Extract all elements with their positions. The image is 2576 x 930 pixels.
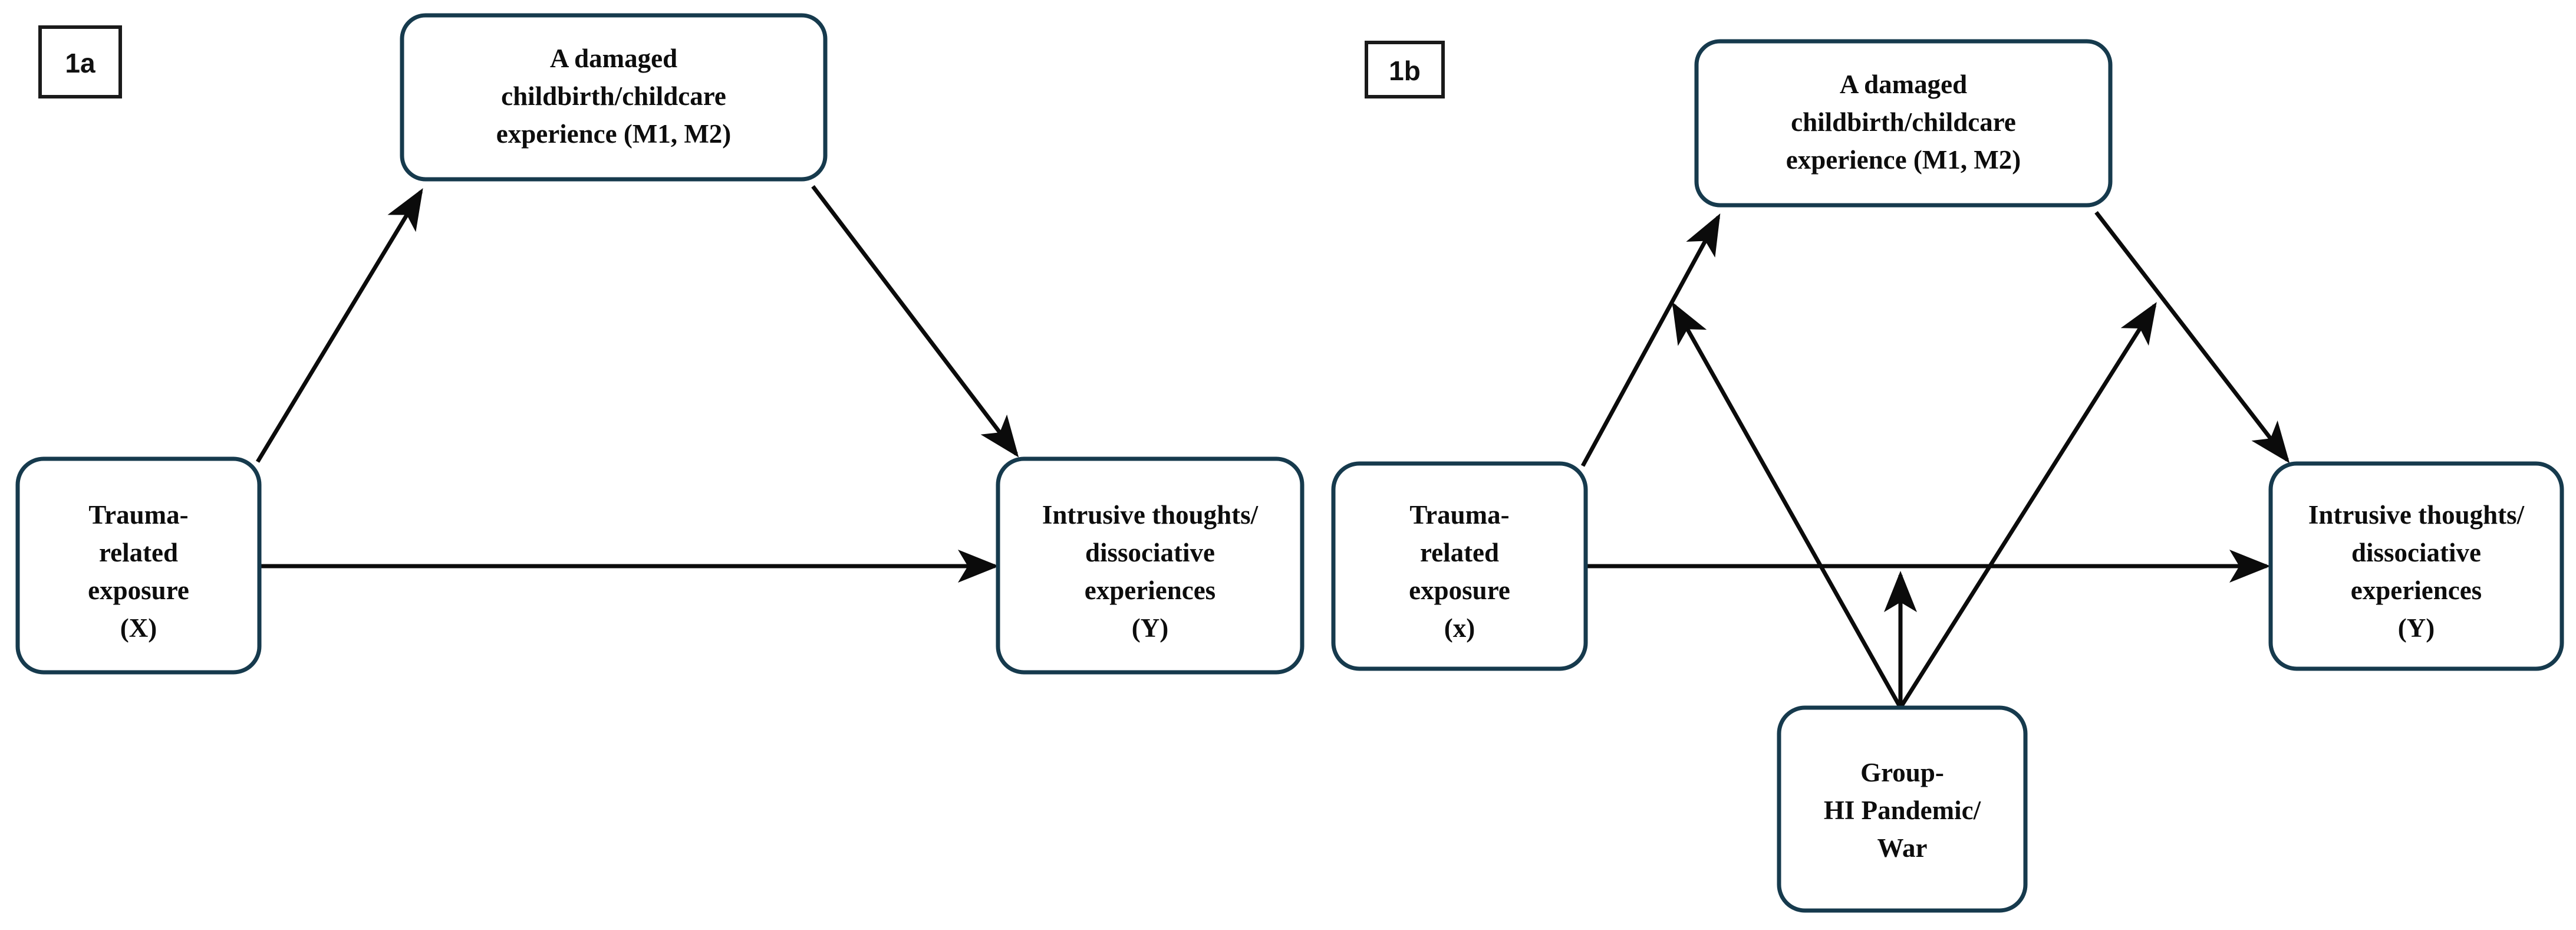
node-1b-mediator-line-2: experience (M1, M2) — [1786, 145, 2021, 175]
node-1a-mediator-line-0: A damaged — [550, 44, 677, 73]
node-1b-outcome-line-2: experiences — [2351, 576, 2482, 605]
panel-1a: 1a A damaged childbirth/childcare experi… — [15, 13, 1305, 675]
node-1b-mediator-line-0: A damaged — [1840, 70, 1967, 99]
node-1b-moderator-line-2: War — [1877, 833, 1928, 863]
node-1b-moderator-line-1: HI Pandemic/ — [1824, 796, 1981, 825]
node-1b-outcome-line-1: dissociative — [2351, 538, 2481, 567]
node-1b-mediator — [1694, 39, 2113, 208]
edge-1a-a-path — [256, 188, 423, 463]
node-1a-predictor-line-3: (X) — [120, 613, 157, 643]
node-1a-predictor-line-1: related — [99, 538, 178, 567]
panel-1b: 1b A damaged childbirth/childcare experi… — [1331, 39, 2564, 913]
node-1a-mediator-line-1: childbirth/childcare — [501, 81, 726, 111]
edge-1a-b-path — [811, 185, 1019, 458]
edge-1b-a-path — [1580, 213, 1721, 467]
panel-tag-box-1b — [1365, 41, 1445, 98]
node-1a-outcome-line-2: experiences — [1085, 576, 1215, 605]
node-1b-predictor — [1331, 461, 1588, 671]
node-1b-predictor-line-2: exposure — [1409, 576, 1510, 605]
node-1a-predictor — [15, 456, 262, 675]
panel-tag-label-1a: 1a — [65, 48, 95, 78]
node-1a-mediator — [400, 13, 828, 182]
node-1a-predictor-line-0: Trauma- — [88, 500, 188, 530]
node-1a-outcome-line-0: Intrusive thoughts/ — [1042, 500, 1259, 530]
node-1a-outcome-line-3: (Y) — [1132, 613, 1168, 643]
panel-tag-box-1a — [38, 25, 122, 98]
panel-tag-label-1b: 1b — [1389, 55, 1421, 86]
node-1a-predictor-line-2: exposure — [88, 576, 189, 605]
node-1b-predictor-line-3: (x) — [1444, 613, 1475, 643]
edge-1b-mod-b-path — [1899, 302, 2157, 709]
node-1b-moderator-line-0: Group- — [1860, 758, 1944, 787]
node-1a-outcome — [996, 456, 1305, 675]
node-1b-outcome-line-3: (Y) — [2398, 613, 2435, 643]
node-1b-mediator-line-1: childbirth/childcare — [1791, 107, 2016, 137]
node-1b-predictor-line-0: Trauma- — [1409, 500, 1509, 530]
node-1a-mediator-line-2: experience (M1, M2) — [496, 119, 732, 149]
node-1b-outcome — [2268, 461, 2564, 671]
node-1b-predictor-line-1: related — [1420, 538, 1499, 567]
node-1a-outcome-line-1: dissociative — [1085, 538, 1215, 567]
edge-1b-b-path — [2094, 211, 2290, 464]
edge-1b-mod-a-path — [1672, 301, 1903, 709]
node-1b-moderator — [1777, 705, 2028, 913]
node-1b-outcome-line-0: Intrusive thoughts/ — [2308, 500, 2525, 530]
